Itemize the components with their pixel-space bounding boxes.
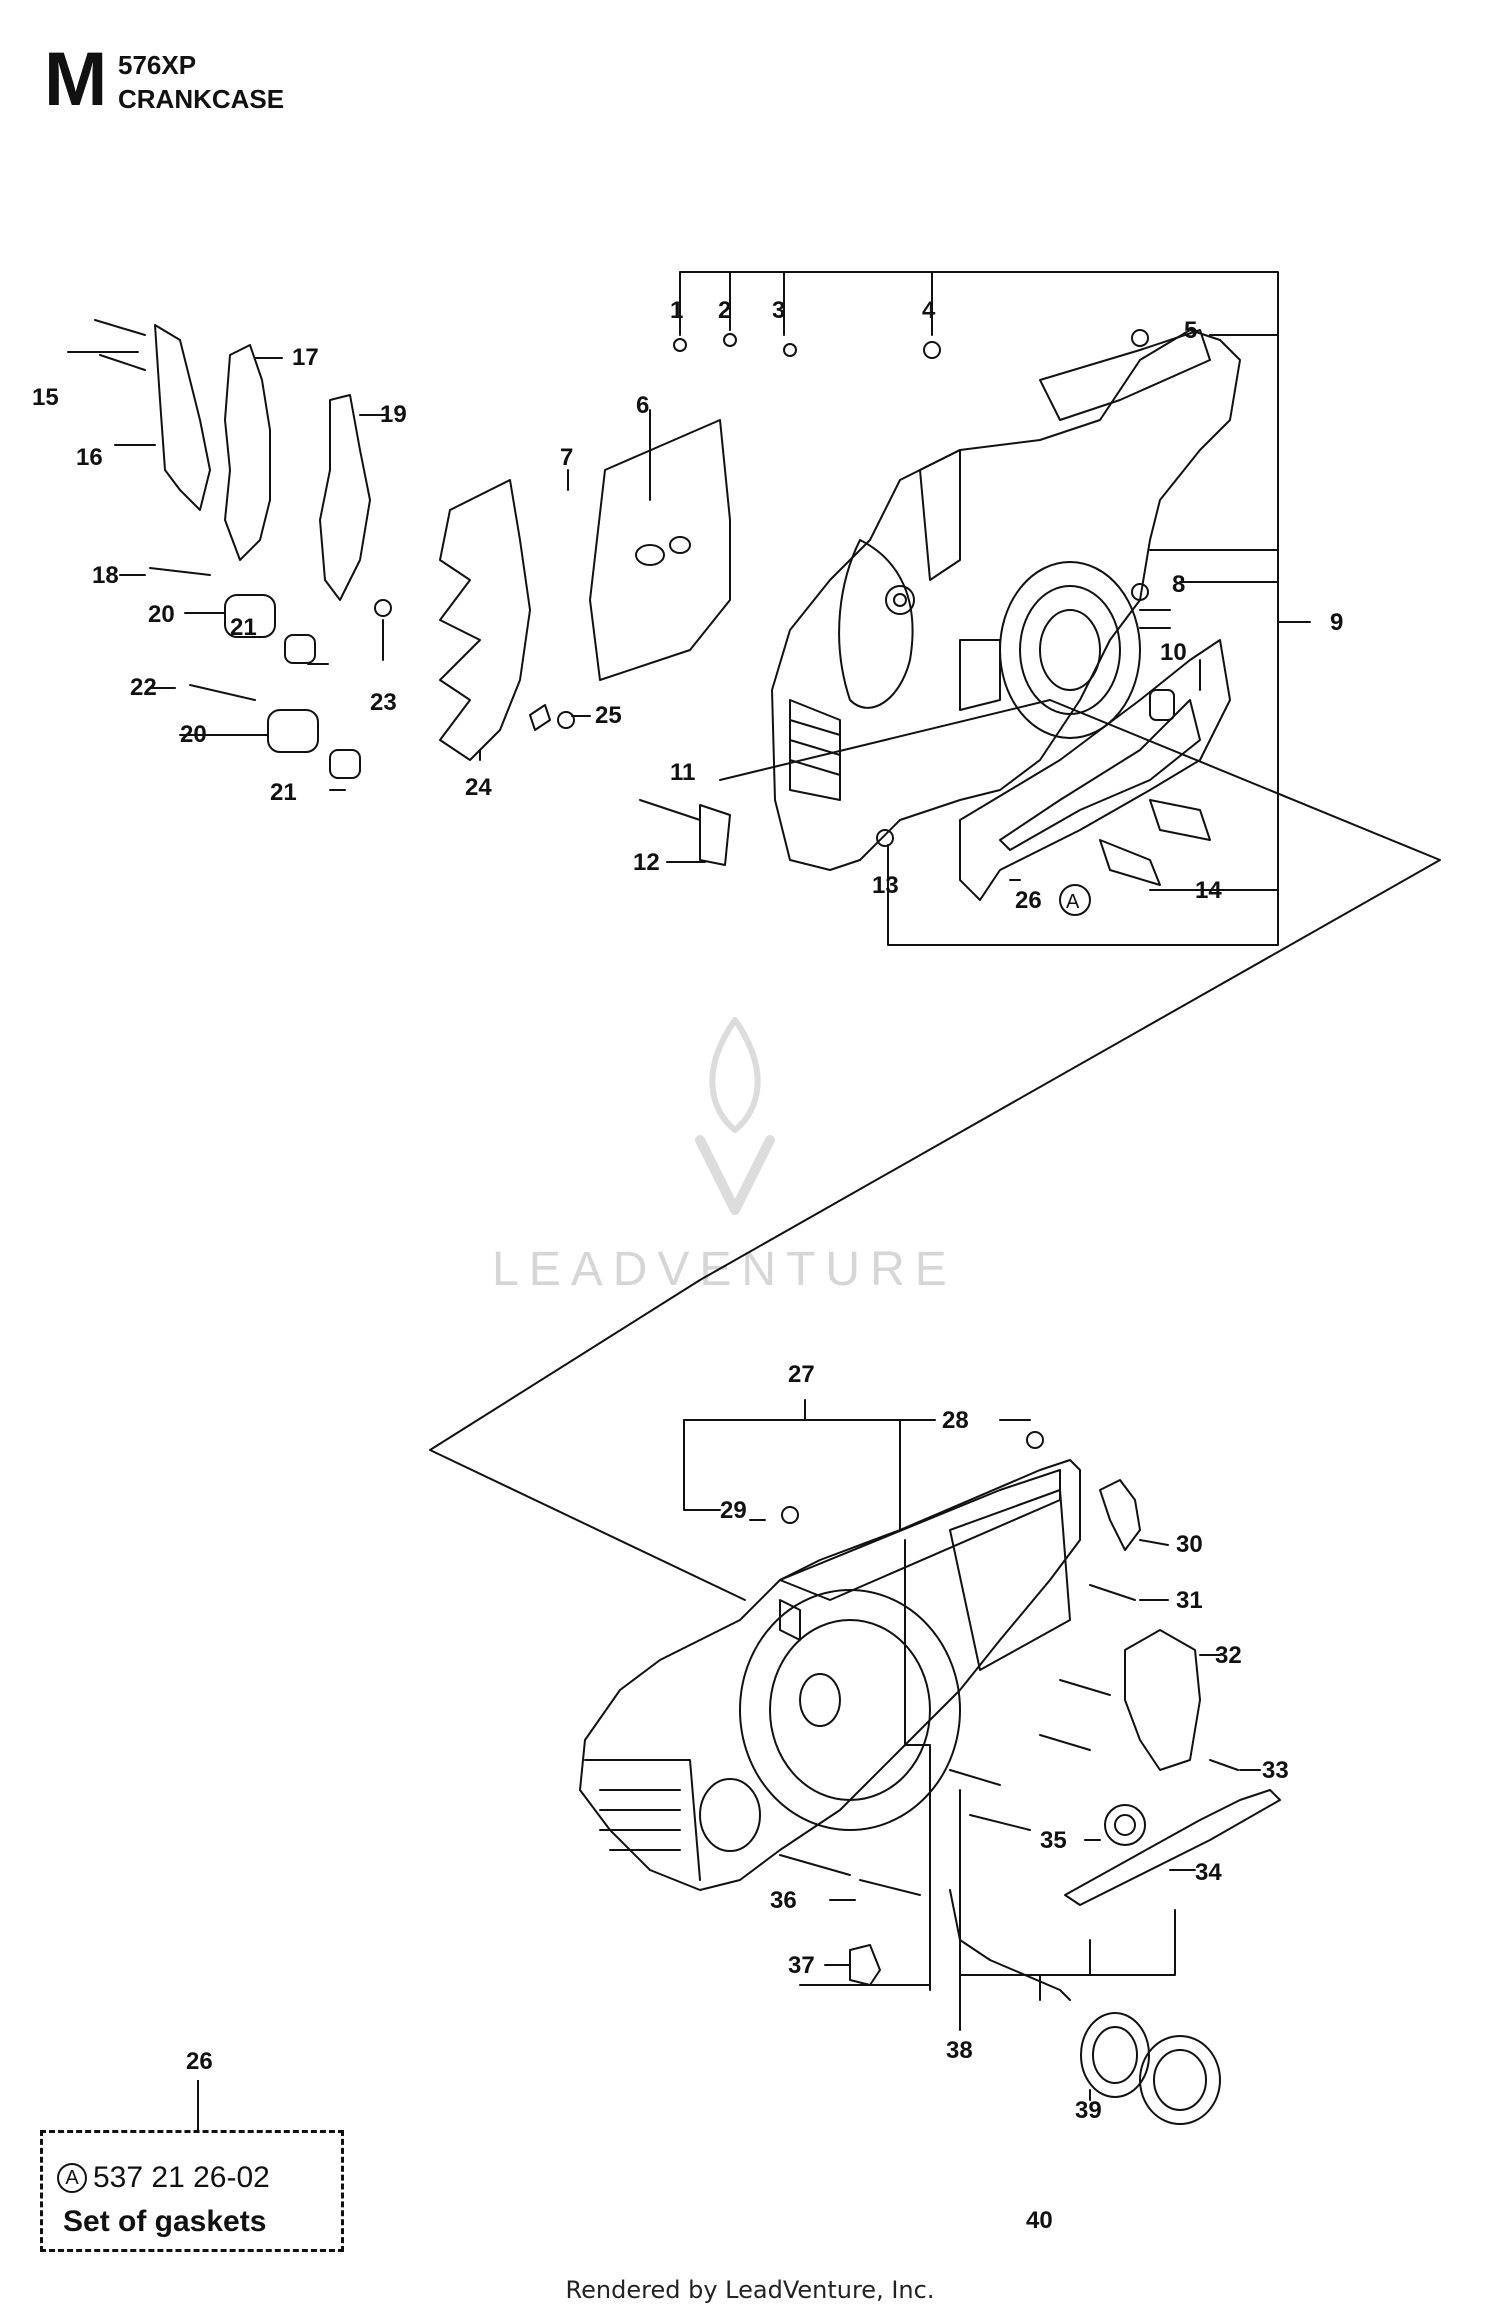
- callout-6: 6: [636, 392, 649, 419]
- callout-34: 34: [1195, 1859, 1222, 1886]
- callout-15: 15: [32, 384, 59, 411]
- section-letter: M: [44, 37, 108, 122]
- callout-17: 17: [292, 344, 319, 371]
- callout-32: 32: [1215, 1642, 1242, 1669]
- callout-26: 26: [1015, 887, 1042, 914]
- model-number: 576XP: [118, 50, 197, 80]
- callout-20b: 20: [180, 721, 207, 748]
- callout-12: 12: [633, 849, 660, 876]
- crankcase-half: [771, 329, 1241, 871]
- callout-7: 7: [560, 444, 573, 471]
- callout-11: 11: [670, 759, 695, 786]
- callout-21b: 21: [270, 779, 297, 806]
- callout-13: 13: [872, 872, 899, 899]
- callout-39: 39: [1075, 2097, 1102, 2124]
- legend-leader-line: [197, 2080, 199, 2130]
- callout-23: 23: [370, 689, 397, 716]
- callout-33: 33: [1262, 1757, 1289, 1784]
- legend-part-number: 537 21 26-02: [93, 2161, 270, 2194]
- svg-text:A: A: [1066, 891, 1080, 913]
- callout-37: 37: [788, 1952, 815, 1979]
- callout-16: 16: [76, 444, 103, 471]
- assembly-link-line-b: [719, 699, 1051, 781]
- diagram-title: CRANKCASE: [118, 84, 285, 114]
- cap-40: [1139, 2035, 1221, 2125]
- callout-8: 8: [1172, 571, 1185, 598]
- rod-34: [1064, 1789, 1281, 1906]
- legend-symbol: A: [57, 2163, 87, 2193]
- legend-description: Set of gaskets: [63, 2205, 267, 2238]
- bumper-spike-24: [439, 479, 531, 761]
- chain-guide-plate-6: [589, 419, 731, 681]
- gasket-reference-symbol: A: [1059, 884, 1091, 916]
- callout-1: 1: [670, 297, 683, 324]
- callout-29: 29: [720, 1497, 747, 1524]
- lever-30: [1099, 1479, 1141, 1551]
- callout-22: 22: [130, 674, 157, 701]
- callout-21a: 21: [230, 614, 257, 641]
- callout-18: 18: [92, 562, 119, 589]
- callout-5: 5: [1184, 317, 1197, 344]
- callout-31: 31: [1176, 1587, 1203, 1614]
- guard-plate-17: [224, 344, 271, 561]
- legend-reference-number: 26: [186, 2048, 213, 2075]
- legend-box: A 537 21 26-02 Set of gaskets: [40, 2130, 344, 2252]
- callout-35: 35: [1040, 1827, 1067, 1854]
- callout-4: 4: [922, 297, 936, 324]
- parts-lower: [779, 1431, 1281, 2125]
- callout-28: 28: [942, 1407, 969, 1434]
- bracket-40: [959, 1789, 1176, 1976]
- guard-plate-19: [319, 394, 371, 601]
- callout-24: 24: [465, 774, 492, 801]
- bracket-27: [683, 1419, 721, 1511]
- watermark: LEADVENTURE: [492, 1017, 957, 1296]
- callout-20a: 20: [148, 601, 175, 628]
- callout-10: 10: [1160, 639, 1187, 666]
- callout-labels: 1 2 3 4 5 6 7 8 9 10 11 12 13 14 15 16 1…: [32, 297, 1343, 2234]
- bracket-9: [679, 271, 1279, 946]
- callout-2: 2: [718, 297, 731, 324]
- pipe-38: [949, 1889, 1071, 2001]
- callout-14: 14: [1195, 877, 1222, 904]
- watermark-text: LEADVENTURE: [492, 1243, 957, 1296]
- legend-part-row: A 537 21 26-02: [57, 2161, 270, 2195]
- callout-25: 25: [595, 702, 622, 729]
- callout-27: 27: [788, 1361, 815, 1388]
- bolt-37: [849, 1944, 881, 1986]
- callout-30: 30: [1176, 1531, 1203, 1558]
- seal-39: [1080, 2012, 1150, 2098]
- guard-plate-16: [154, 324, 211, 511]
- callout-36: 36: [770, 1887, 797, 1914]
- leader-lines-upper: [67, 289, 1231, 906]
- callout-3: 3: [772, 297, 785, 324]
- assembly-link-line: [429, 699, 1441, 1601]
- callout-9: 9: [1330, 609, 1343, 636]
- screws-upper: [94, 319, 1211, 886]
- gasket-26: [959, 639, 1231, 901]
- callout-40: 40: [1026, 2207, 1053, 2234]
- callout-18-alt: 19: [380, 401, 407, 428]
- leader-lines-lower: [749, 1419, 1261, 2101]
- callout-38: 38: [946, 2037, 973, 2064]
- cover-32: [1124, 1629, 1201, 1771]
- crankcase-half-lower: [579, 1459, 1081, 1891]
- footer-credit: Rendered by LeadVenture, Inc.: [565, 2276, 935, 2304]
